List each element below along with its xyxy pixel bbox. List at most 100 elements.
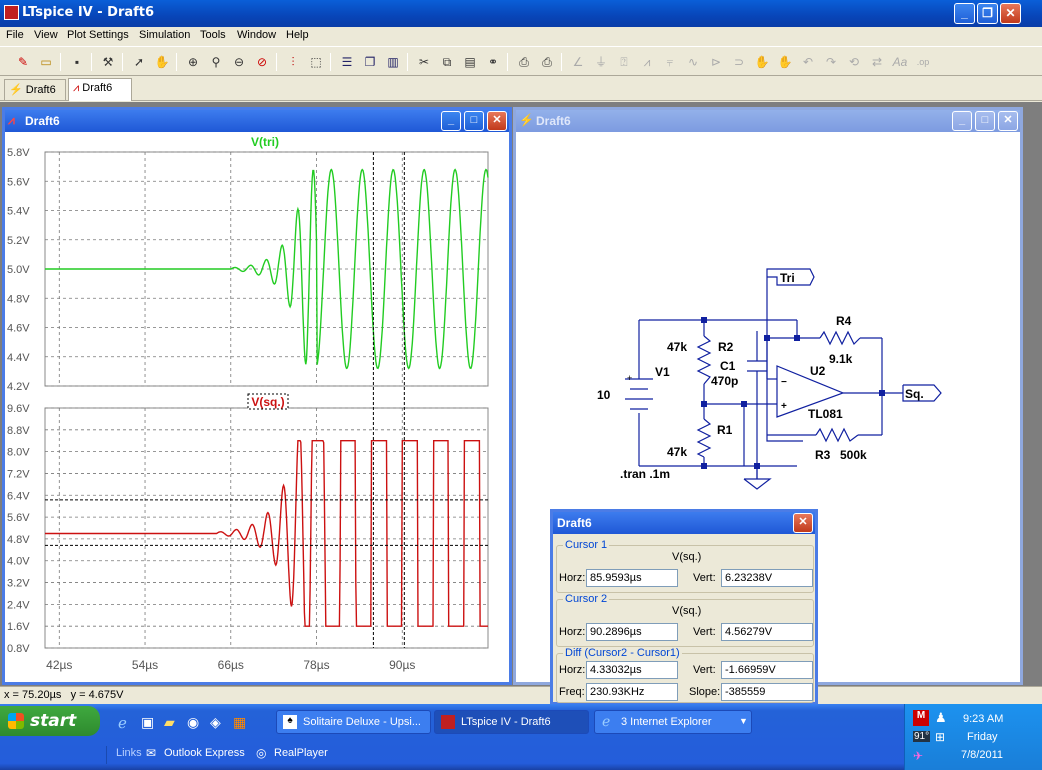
- r2-value[interactable]: 47k: [667, 340, 687, 354]
- cursor1-horz-field[interactable]: 85.9593µs: [586, 569, 678, 587]
- u2-name[interactable]: U2: [810, 364, 826, 378]
- v1-name[interactable]: V1: [655, 365, 670, 379]
- clock-time[interactable]: 9:23 AM: [963, 713, 1004, 725]
- r3-value[interactable]: 500k: [840, 448, 867, 462]
- r4-name[interactable]: R4: [836, 314, 852, 328]
- menu-help[interactable]: Help: [286, 29, 309, 41]
- r1-value[interactable]: 47k: [667, 445, 687, 459]
- find-binoculars-icon[interactable]: ⚭: [487, 55, 499, 69]
- draw-wire-icon[interactable]: ∠: [572, 55, 584, 69]
- move-hand-icon[interactable]: ✋: [754, 55, 770, 69]
- copy-icon[interactable]: ⧉: [442, 55, 452, 69]
- cursor1-vert-field[interactable]: 6.23238V: [721, 569, 813, 587]
- task-internet-explorer[interactable]: ℯ 3 Internet Explorer ▼: [594, 710, 752, 734]
- diff-horz-field[interactable]: 4.33032µs: [586, 661, 678, 679]
- tile-vertical-icon[interactable]: ▥: [387, 55, 399, 69]
- cascade-icon[interactable]: ❐: [364, 55, 376, 69]
- diode-icon[interactable]: ⊳: [710, 55, 722, 69]
- component-icon[interactable]: ⊃: [733, 55, 745, 69]
- menu-simulation[interactable]: Simulation: [139, 29, 191, 41]
- desktop-quicklaunch-icon[interactable]: ▣: [141, 714, 155, 730]
- app-quicklaunch-icon[interactable]: ◈: [210, 714, 221, 730]
- tab-plot[interactable]: ⩘ Draft6: [68, 78, 132, 101]
- zoom-extents-icon[interactable]: ⬚: [310, 55, 322, 69]
- tile-horizontal-icon[interactable]: ☰: [341, 55, 353, 69]
- drag-hand-icon[interactable]: ✋: [777, 55, 793, 69]
- ie-quicklaunch-icon[interactable]: ℯ: [118, 715, 127, 732]
- c1-name[interactable]: C1: [720, 359, 736, 373]
- weather-temp[interactable]: 91°: [913, 731, 931, 742]
- clock-day[interactable]: Friday: [967, 731, 998, 743]
- folder-quicklaunch-icon[interactable]: ▰: [164, 714, 175, 730]
- inductor-icon[interactable]: ∿: [687, 55, 699, 69]
- cursor-dialog-close-button[interactable]: ✕: [793, 513, 813, 533]
- link-realplayer[interactable]: RealPlayer: [274, 747, 328, 759]
- media-quicklaunch-icon[interactable]: ◉: [187, 714, 200, 730]
- menu-file[interactable]: File: [6, 29, 24, 41]
- rotate-icon[interactable]: ⟲: [848, 55, 860, 69]
- zoom-fit-icon[interactable]: ⊘: [256, 55, 268, 69]
- u2-model[interactable]: TL081: [808, 407, 843, 421]
- cursor2-vert-field[interactable]: 4.56279V: [721, 623, 813, 641]
- menu-view[interactable]: View: [34, 29, 58, 41]
- r2-name[interactable]: R2: [718, 340, 734, 354]
- schematic-close-button[interactable]: ✕: [998, 111, 1018, 131]
- ground-icon[interactable]: ⏚: [594, 55, 607, 69]
- mirror-icon[interactable]: ⇄: [871, 55, 883, 69]
- text-icon[interactable]: Aa: [892, 55, 908, 69]
- paste-icon[interactable]: ▤: [464, 55, 476, 69]
- user-icon[interactable]: ♟: [935, 710, 947, 725]
- mcafee-icon[interactable]: M: [913, 710, 929, 726]
- cursor2-horz-field[interactable]: 90.2896µs: [586, 623, 678, 641]
- close-button[interactable]: ✕: [1000, 3, 1021, 24]
- start-button[interactable]: start: [0, 706, 100, 736]
- autorange-icon[interactable]: ⫶: [291, 55, 295, 69]
- vsq-trace-label[interactable]: V(sq.): [251, 395, 284, 409]
- r3-name[interactable]: R3: [815, 448, 831, 462]
- network-icon[interactable]: ⊞: [935, 730, 946, 744]
- open-folder-icon[interactable]: ▭: [40, 55, 52, 69]
- schematic-maximize-button[interactable]: □: [975, 111, 995, 131]
- plot-minimize-button[interactable]: _: [441, 111, 461, 131]
- task-ltspice[interactable]: LTspice IV - Draft6: [434, 710, 589, 734]
- plot-close-button[interactable]: ✕: [487, 111, 507, 131]
- vtri-trace-label[interactable]: V(tri): [251, 135, 279, 149]
- run-icon[interactable]: ➚: [133, 55, 145, 69]
- v1-value[interactable]: 10: [597, 388, 611, 402]
- c1-value[interactable]: 470p: [711, 374, 738, 388]
- redo-icon[interactable]: ↷: [825, 55, 837, 69]
- schematic-minimize-button[interactable]: _: [952, 111, 972, 131]
- cut-icon[interactable]: ✂: [418, 55, 430, 69]
- halt-hand-icon[interactable]: ✋: [154, 55, 170, 69]
- menu-plot-settings[interactable]: Plot Settings: [67, 29, 129, 41]
- r4-value[interactable]: 9.1k: [829, 352, 853, 366]
- save-icon[interactable]: ▪: [74, 55, 80, 69]
- tab-schematic[interactable]: ⚡ Draft6: [4, 79, 66, 100]
- zoom-out-icon[interactable]: ⊖: [233, 55, 245, 69]
- net-label-sq[interactable]: Sq.: [905, 387, 924, 401]
- control-panel-icon[interactable]: ⚒: [102, 55, 114, 69]
- vsq-pane[interactable]: [44, 407, 489, 649]
- r1-name[interactable]: R1: [717, 423, 733, 437]
- diff-slope-field[interactable]: -385559: [721, 683, 813, 701]
- diff-freq-field[interactable]: 230.93KHz: [586, 683, 678, 701]
- minimize-button[interactable]: _: [954, 3, 975, 24]
- undo-icon[interactable]: ↶: [802, 55, 814, 69]
- net-label-tri[interactable]: Tri: [780, 271, 795, 285]
- spice-directive-icon[interactable]: .op: [916, 57, 930, 67]
- antivirus-icon[interactable]: ✈: [913, 749, 924, 763]
- zoom-area-icon[interactable]: ⚲: [211, 55, 221, 69]
- clock-date[interactable]: 7/8/2011: [961, 749, 1004, 761]
- new-schematic-icon[interactable]: ✎: [17, 55, 29, 69]
- print-setup-icon[interactable]: ⎙: [519, 55, 529, 69]
- label-net-icon[interactable]: ⍰: [620, 55, 628, 69]
- paint-quicklaunch-icon[interactable]: ▦: [233, 714, 247, 730]
- resistor-icon[interactable]: ⩘: [643, 55, 651, 69]
- print-icon[interactable]: ⎙: [542, 55, 552, 69]
- capacitor-icon[interactable]: ⫧: [666, 55, 674, 69]
- menu-window[interactable]: Window: [237, 29, 277, 41]
- schematic-canvas[interactable]: Tri Sq. R4 9.1k R2 47k C1 470p U2 TL081 …: [516, 132, 1020, 682]
- restore-button[interactable]: ❐: [977, 3, 998, 24]
- cursor-dialog[interactable]: Draft6 ✕ Cursor 1 V(sq.) Horz: 85.9593µs…: [550, 509, 818, 705]
